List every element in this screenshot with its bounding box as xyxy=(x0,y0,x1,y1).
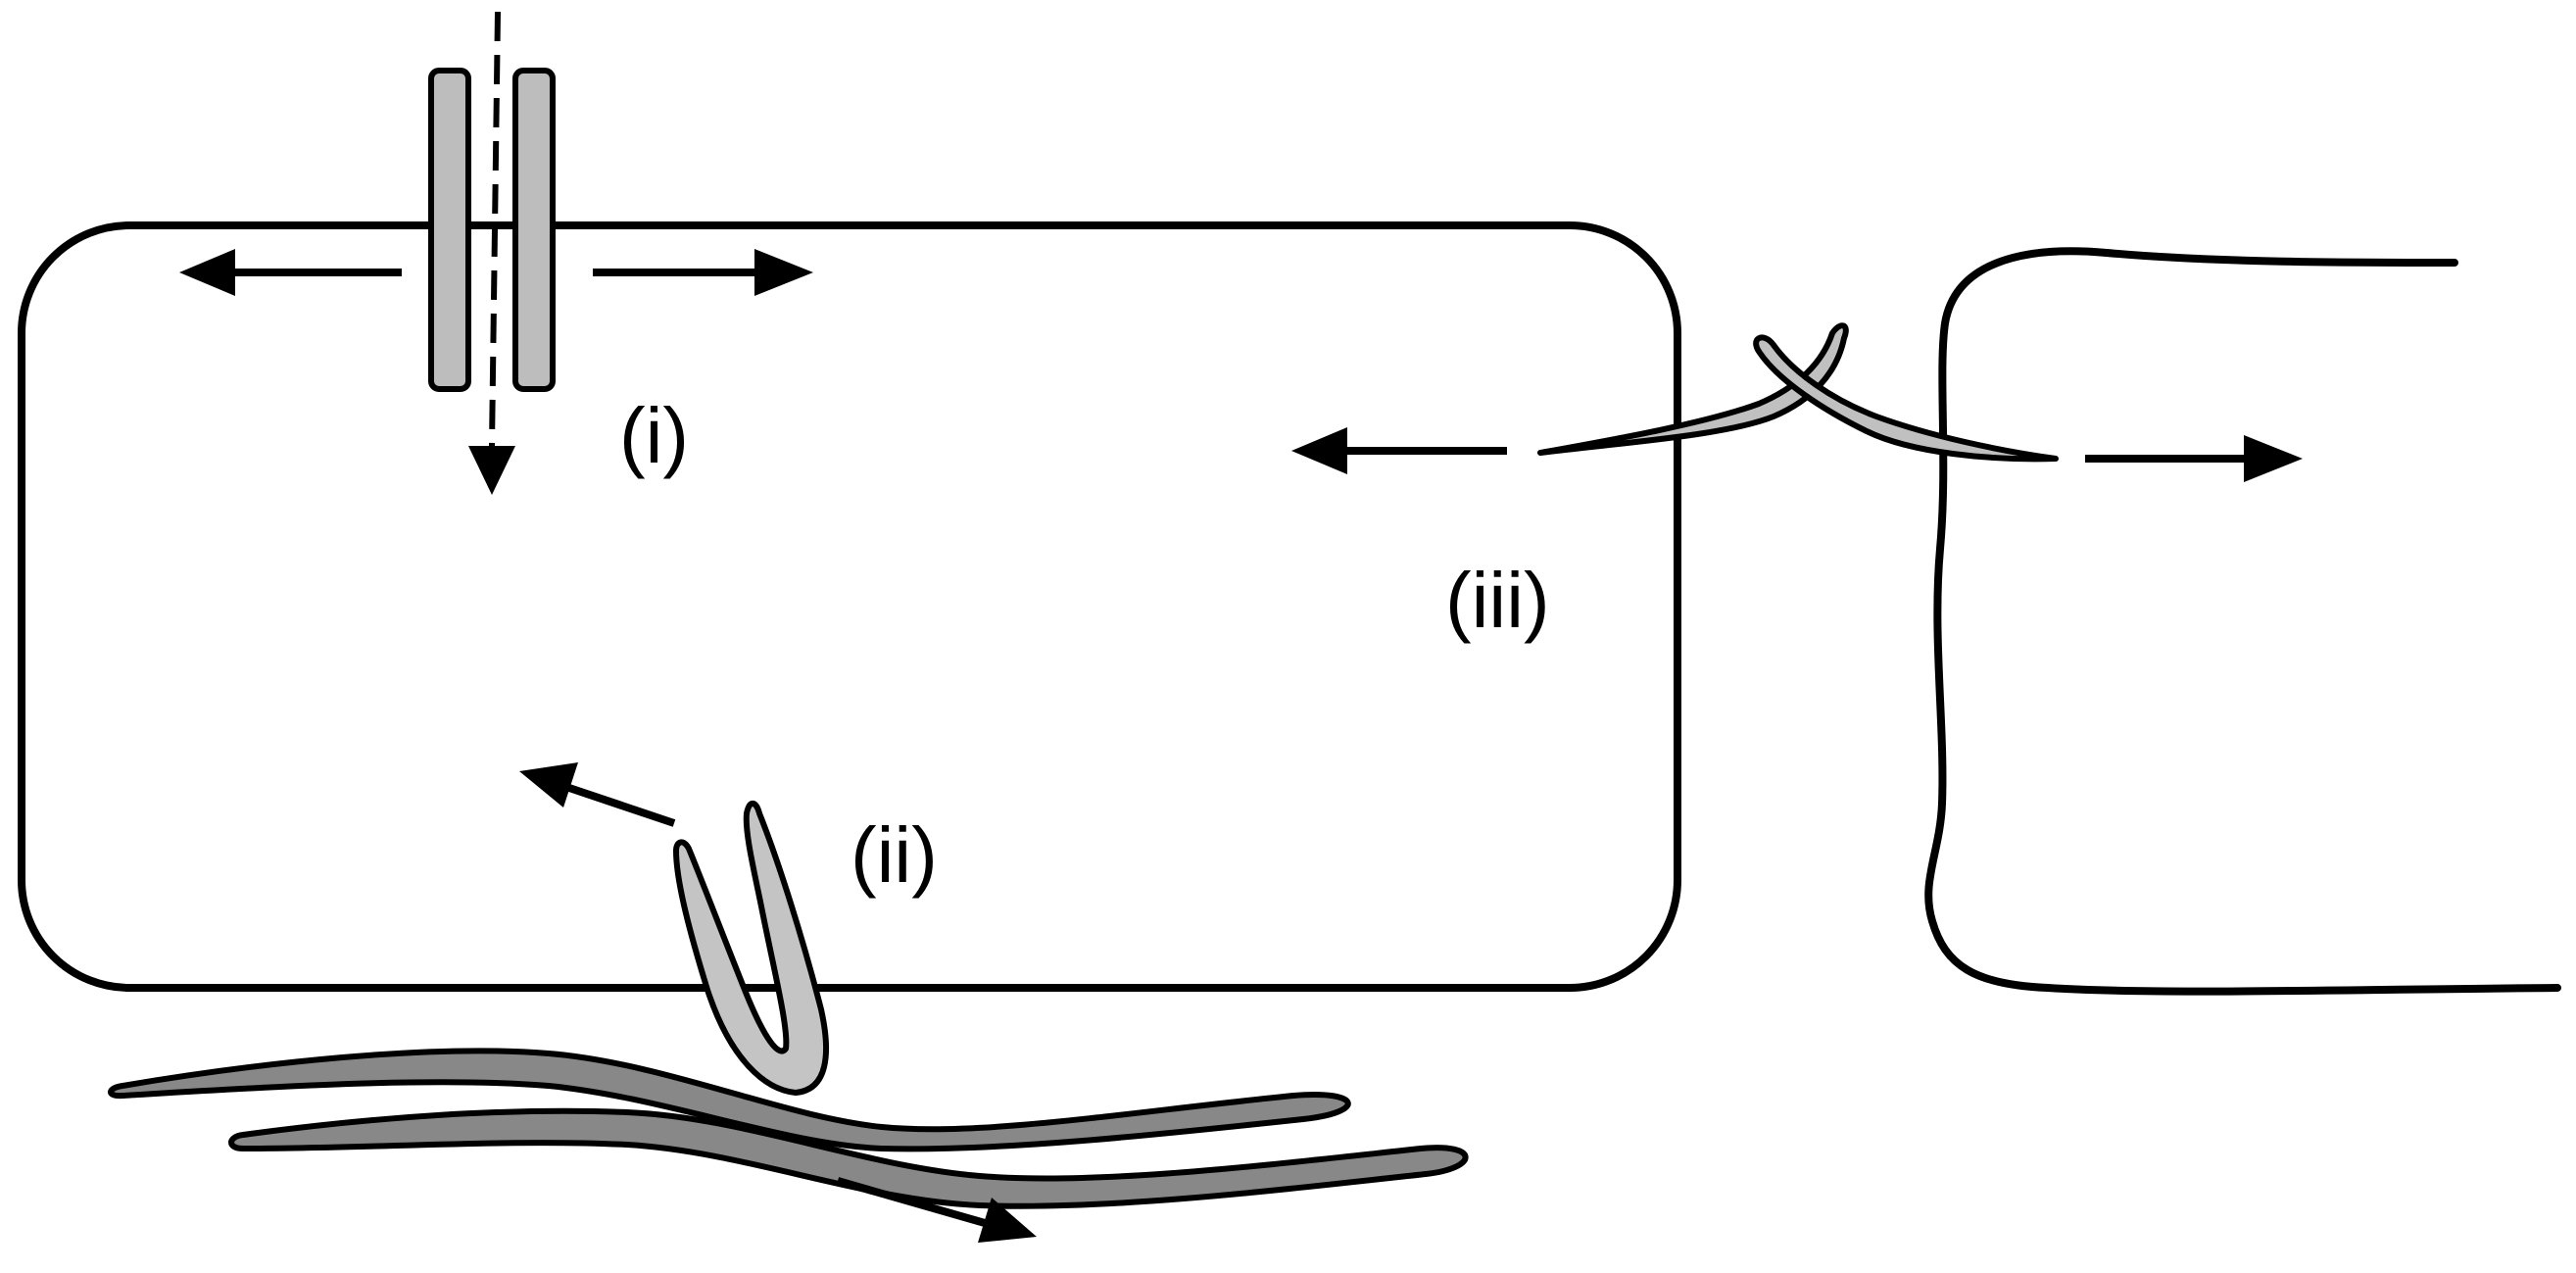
junction-right-arrowhead xyxy=(2244,435,2303,482)
neighbor-cell-outline xyxy=(1924,247,2561,996)
ecm-fiber-lower xyxy=(228,1107,1469,1209)
cell-outline xyxy=(18,221,1681,992)
ion-channel xyxy=(428,68,556,392)
junction-protein-right xyxy=(1753,334,2059,463)
channel-left-subunit xyxy=(428,68,471,392)
ecm-flow-arrowhead xyxy=(978,1198,1037,1243)
label-ii: (ii) xyxy=(851,811,938,899)
ecm-fiber-upper xyxy=(108,1048,1351,1152)
channel-right-subunit xyxy=(512,68,556,392)
integrin-signal-arrow-line xyxy=(564,783,676,827)
junction-protein-left xyxy=(1537,322,1849,456)
label-iii: (iii) xyxy=(1445,557,1550,644)
label-i: (i) xyxy=(619,392,689,479)
ion-flux-dashed-line xyxy=(489,11,501,447)
junction-left-arrowhead xyxy=(1291,427,1347,474)
tension-right-arrowhead xyxy=(754,249,813,296)
ecm-flow-arrow-line xyxy=(836,1177,987,1227)
integrin-signal-arrowhead xyxy=(519,762,578,808)
integrin-receptor xyxy=(673,800,829,1096)
ion-flux-arrowhead xyxy=(468,446,515,495)
tension-left-arrowhead xyxy=(179,249,235,296)
